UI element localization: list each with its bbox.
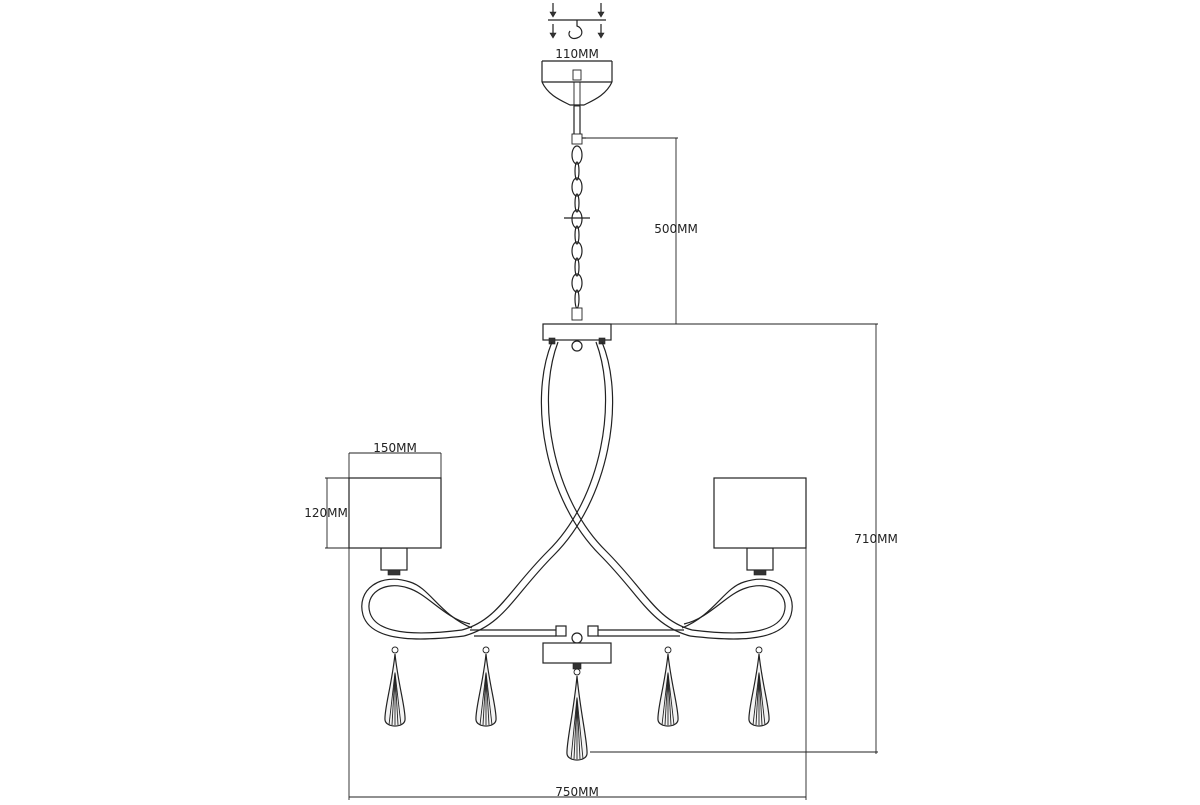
total-width-dimension — [348, 548, 807, 800]
shade-height-label: 120MM — [304, 506, 348, 520]
chain-link — [574, 257, 580, 277]
total-width-label: 750MM — [555, 785, 599, 799]
chain-link — [571, 273, 583, 293]
shade-width-dimension — [348, 452, 442, 478]
shade-height-dimension — [325, 477, 349, 549]
crystal-drops — [384, 646, 770, 761]
total-height-dimension — [590, 323, 878, 754]
mounting-hardware — [548, 3, 606, 40]
chain — [564, 145, 590, 309]
chain-link — [571, 241, 583, 261]
crystal-drop — [657, 646, 679, 727]
left-lamp-shade — [348, 477, 442, 549]
crystal-drop — [475, 646, 497, 727]
chain-link — [574, 225, 580, 245]
crystal-drop — [566, 668, 588, 761]
screw-left-bottom — [549, 24, 557, 39]
chain-length-dimension — [586, 137, 678, 324]
screw-right-top — [597, 3, 605, 18]
crystal-drop — [748, 646, 770, 727]
chain-link — [571, 177, 583, 197]
shade-width-label: 150MM — [373, 441, 417, 455]
screw-right-bottom — [597, 24, 605, 39]
canopy-width-label: 110MM — [555, 47, 599, 61]
top-body-plate — [542, 323, 612, 352]
screw-left-top — [549, 3, 557, 18]
bottom-body-plate — [542, 625, 612, 670]
right-lamp-holder — [746, 547, 774, 576]
frame-arms — [361, 341, 793, 640]
chain-link — [571, 145, 583, 165]
right-lamp-shade — [713, 477, 807, 549]
chain-link — [571, 209, 583, 229]
ceiling-canopy — [541, 60, 613, 107]
crystal-drop — [384, 646, 406, 727]
chain-end-fitting — [571, 307, 583, 321]
ceiling-hook — [568, 20, 583, 40]
suspension-rod — [571, 106, 586, 145]
chain-link — [574, 289, 580, 309]
chain-length-label: 500MM — [654, 222, 698, 236]
chain-link — [574, 161, 580, 181]
chain-link — [574, 193, 580, 213]
total-height-label: 710MM — [854, 532, 898, 546]
left-lamp-holder — [380, 547, 408, 576]
